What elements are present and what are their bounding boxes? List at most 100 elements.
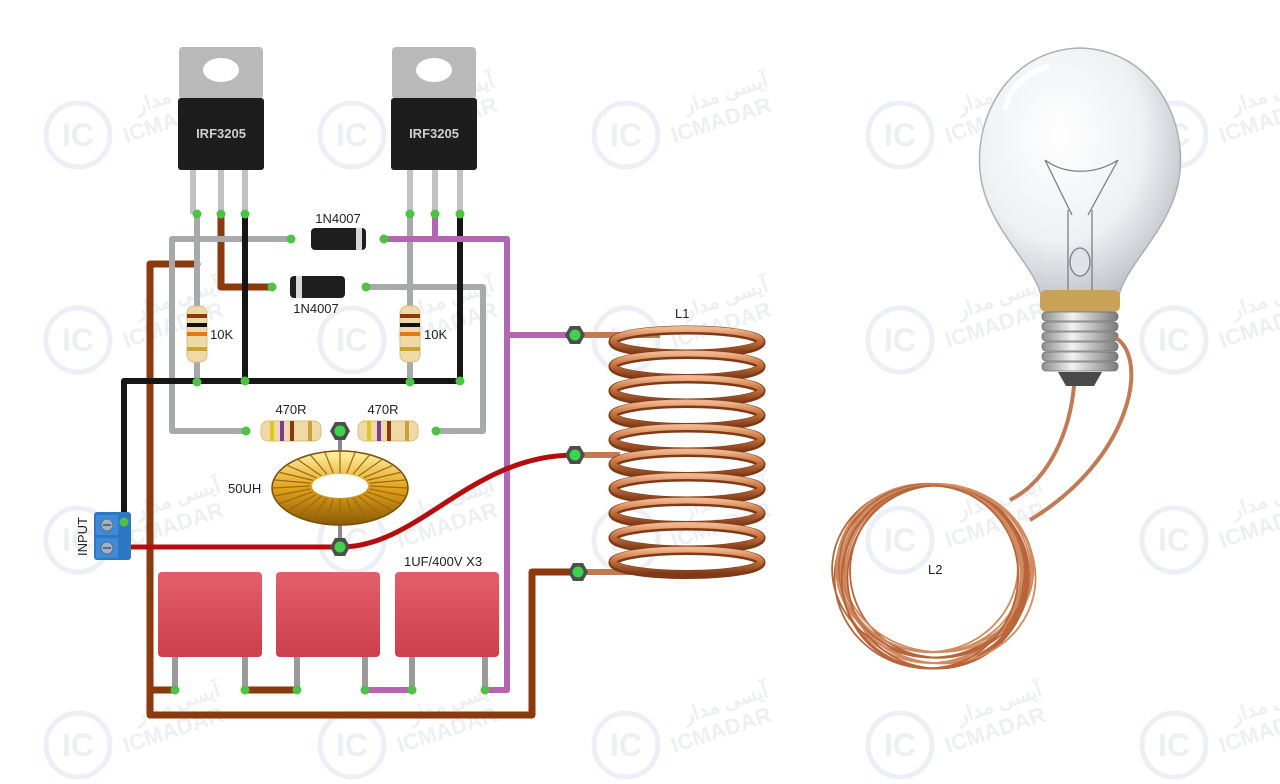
resistor-10k-right-label: 10K (424, 327, 447, 342)
junction-node (119, 517, 129, 527)
junction-node (267, 282, 277, 292)
svg-text:IC: IC (336, 727, 368, 763)
coil-turn-highlight (610, 546, 764, 577)
capacitor-1 (158, 572, 262, 657)
resistor-470-left: 470R (260, 402, 322, 442)
winding (272, 485, 311, 489)
work-coil-l1: L1 (575, 306, 766, 579)
resistor-470-right: 470R (357, 402, 419, 442)
svg-text:IC: IC (610, 727, 642, 763)
capacitor-2 (276, 572, 380, 657)
winding (310, 455, 328, 475)
winding (274, 488, 311, 497)
terminal-node (568, 563, 588, 581)
wire-red (123, 452, 578, 550)
junction-node (455, 209, 465, 219)
svg-text:IC: IC (62, 522, 94, 558)
capacitor-3 (395, 572, 499, 657)
winding (274, 479, 311, 484)
junction-node (241, 426, 251, 436)
svg-text:IC: IC (884, 522, 916, 558)
junction-node (170, 685, 180, 695)
wire-gray-right-rail (363, 284, 486, 434)
junction-node (360, 685, 370, 695)
inductor-label: 50UH (228, 481, 261, 496)
bulb-thread (1041, 311, 1119, 322)
winding (346, 452, 356, 474)
winding (287, 465, 317, 479)
light-bulb (978, 47, 1182, 386)
pickup-coil-turn (839, 483, 1037, 665)
capacitor-bank: 1UF/400V X3 (158, 554, 499, 657)
winding (366, 491, 401, 505)
winding (363, 493, 393, 511)
resistor-10k-right: 10K (399, 305, 447, 363)
winding (287, 493, 317, 511)
winding (363, 465, 393, 479)
winding (297, 495, 322, 517)
winding (279, 491, 314, 505)
terminal-node (330, 422, 350, 440)
junction-node (379, 234, 389, 244)
svg-text:IC: IC (884, 117, 916, 153)
terminal-node (565, 446, 585, 464)
junction-node (286, 234, 296, 244)
junction-nodes (119, 209, 588, 695)
wire-black-main (121, 211, 463, 525)
junction-node (192, 209, 202, 219)
resistor-470-left-label: 470R (275, 402, 306, 417)
terminal-node (565, 326, 585, 344)
junction-node (361, 282, 371, 292)
junction-node (240, 209, 250, 219)
wire-purple (362, 211, 578, 693)
junction-node (292, 685, 302, 695)
winding (310, 497, 328, 521)
junction-node (480, 685, 490, 695)
svg-text:IC: IC (62, 727, 94, 763)
mosfet-left: IRF3205 (178, 47, 264, 214)
resistor-10k-left-label: 10K (210, 327, 233, 342)
pickup-coil-label: L2 (928, 562, 942, 577)
junction-node (240, 376, 250, 386)
svg-text:IC: IC (884, 322, 916, 358)
winding (369, 479, 406, 484)
winding (366, 471, 401, 481)
winding (369, 485, 408, 489)
mounting-hole-icon (416, 58, 452, 82)
winding (358, 459, 383, 477)
svg-text:IC: IC (1158, 727, 1190, 763)
resistor-10k-left: 10K (186, 305, 233, 363)
svg-text:IC: IC (1158, 522, 1190, 558)
winding (358, 495, 383, 517)
winding (324, 452, 334, 474)
svg-text:IC: IC (884, 727, 916, 763)
winding (279, 471, 314, 481)
winding (297, 459, 322, 477)
winding (324, 498, 334, 524)
junction-node (216, 209, 226, 219)
input-terminal: INPUT (75, 512, 131, 560)
junction-node (240, 685, 250, 695)
mosfet-right-part: IRF3205 (409, 126, 459, 141)
junction-node (405, 209, 415, 219)
pickup-coil-l2: L2 (831, 336, 1134, 670)
bulb-thread (1041, 321, 1119, 332)
terminal-node (330, 538, 350, 556)
input-label: INPUT (75, 517, 90, 556)
winding (352, 497, 370, 521)
pickup-coil-turn (840, 484, 1020, 670)
junction-node (192, 377, 202, 387)
diode-bottom: 1N4007 (290, 276, 345, 316)
bulb-filament (1044, 159, 1119, 300)
svg-text:IC: IC (336, 117, 368, 153)
winding (346, 498, 356, 524)
